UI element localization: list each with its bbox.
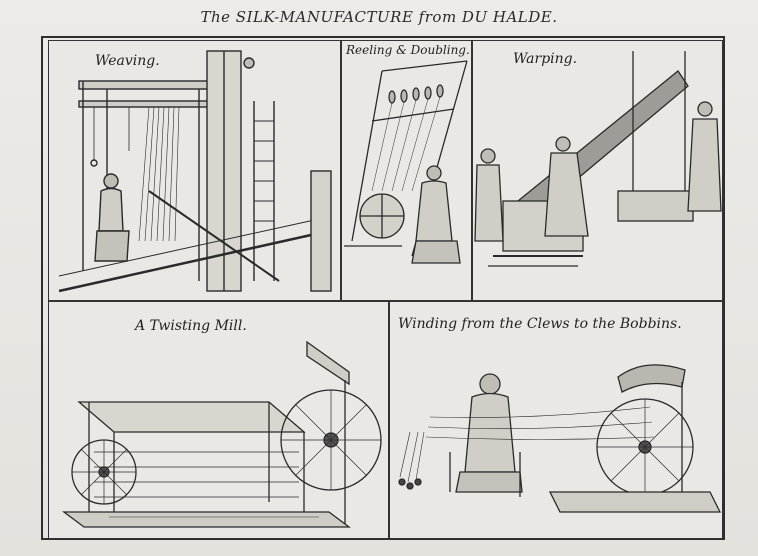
panel-reeling-doubling: Reeling & Doubling. bbox=[341, 40, 472, 301]
panel-twisting-mill: A Twisting Mill. bbox=[48, 301, 389, 539]
panel-label-twisting-mill: A Twisting Mill. bbox=[135, 318, 247, 334]
panel-label-weaving: Weaving. bbox=[95, 53, 160, 69]
panel-label-warping: Warping. bbox=[513, 51, 578, 67]
panel-label-reeling-doubling: Reeling & Doubling. bbox=[346, 43, 470, 57]
winding-wheel-illustration bbox=[398, 364, 722, 513]
plate-title: The SILK-MANUFACTURE from DU HALDE. bbox=[200, 8, 558, 26]
panel-winding: Winding from the Clews to the Bobbins. bbox=[389, 301, 723, 539]
panel-label-winding: Winding from the Clews to the Bobbins. bbox=[398, 316, 682, 332]
warping-frame-illustration bbox=[474, 51, 722, 267]
twisting-mill-illustration bbox=[62, 340, 382, 528]
plate-frame bbox=[41, 36, 725, 540]
reeling-frame-illustration bbox=[344, 60, 468, 264]
panel-warping: Warping. bbox=[472, 40, 723, 301]
weaving-loom-illustration bbox=[58, 50, 332, 293]
panel-weaving: Weaving. bbox=[48, 40, 341, 301]
